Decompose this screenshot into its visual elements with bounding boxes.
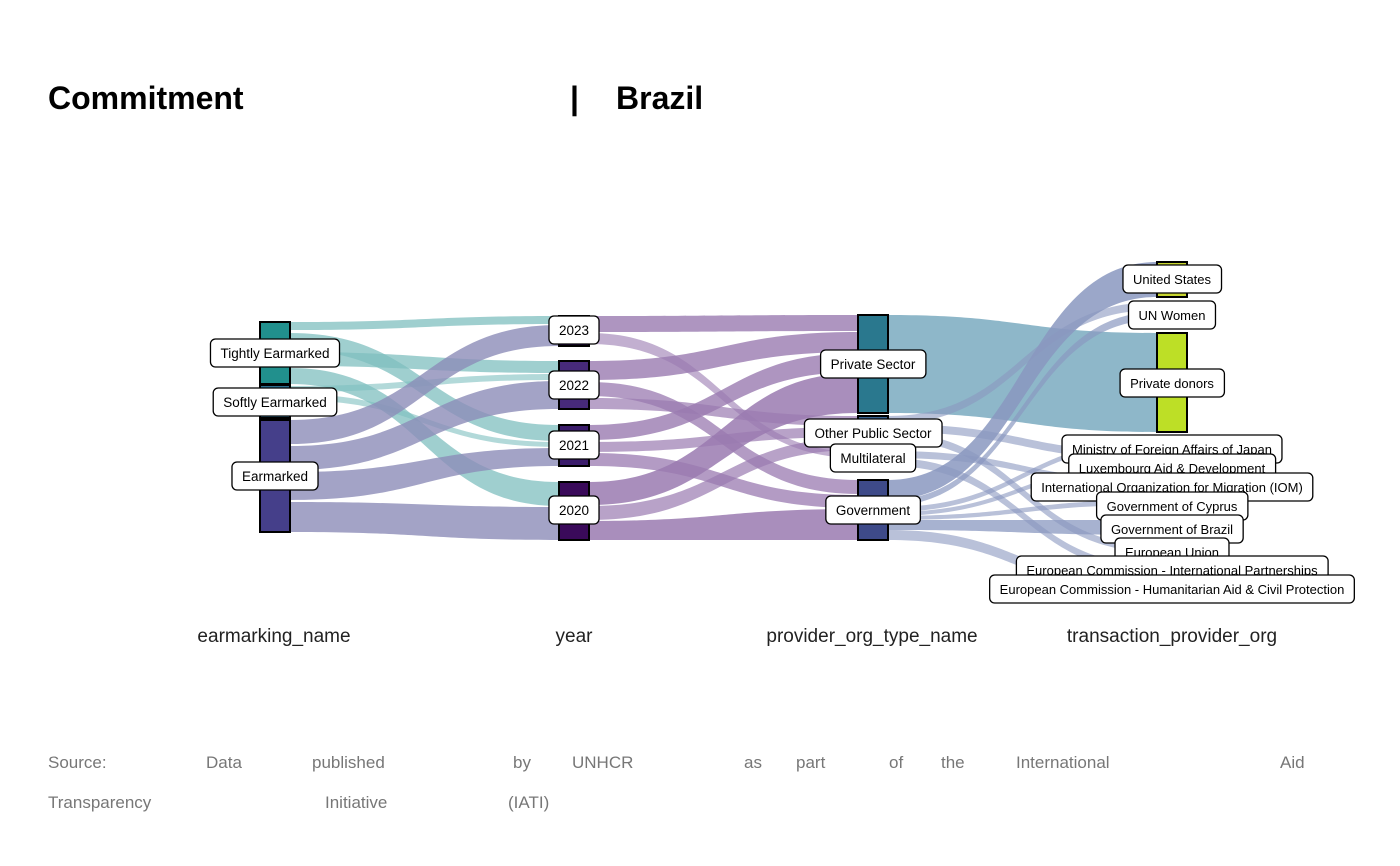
sankey-link xyxy=(589,509,858,540)
sankey-node-label: Tightly Earmarked xyxy=(220,346,329,361)
sankey-link xyxy=(589,373,858,505)
sankey-link xyxy=(589,315,858,332)
sankey-node-label: European Commission - Humanitarian Aid &… xyxy=(1000,582,1345,597)
sankey-label-box xyxy=(829,443,917,473)
sankey-link xyxy=(589,332,858,380)
sankey-link xyxy=(888,302,1157,424)
source-word: (IATI) xyxy=(508,793,550,812)
sankey-label-box xyxy=(989,574,1355,604)
sankey-label-box xyxy=(212,387,338,417)
sankey-node-label: 2021 xyxy=(559,438,589,453)
sankey-node-label: Government xyxy=(836,503,911,518)
axis-label-earmarking: earmarking_name xyxy=(197,626,351,647)
sankey-link xyxy=(589,438,858,520)
sankey-node-label: Government of Brazil xyxy=(1111,522,1233,537)
axis-label-provider-type: provider_org_type_name xyxy=(766,626,978,647)
source-word: Source: xyxy=(48,753,107,772)
sankey-label-box xyxy=(1119,368,1226,398)
source-word: Initiative xyxy=(325,793,388,812)
sankey-label-box xyxy=(1127,300,1217,330)
sankey-label-box xyxy=(548,430,600,460)
sankey-link xyxy=(290,448,559,500)
sankey-node-label: 2020 xyxy=(559,503,589,518)
source-word: as xyxy=(744,753,762,772)
sankey-node-label: Government of Cyprus xyxy=(1107,499,1238,514)
sankey-label-box xyxy=(548,495,600,525)
title-separator: | xyxy=(570,80,579,116)
sankey-node-label: Earmarked xyxy=(242,469,308,484)
sankey-node-label: Private Sector xyxy=(831,357,916,372)
sankey-link xyxy=(888,262,1157,500)
sankey-link xyxy=(290,352,559,373)
source-word: part xyxy=(796,753,826,772)
sankey-link xyxy=(290,381,559,470)
sankey-node-label: European Commission - International Part… xyxy=(1026,563,1318,578)
sankey-node-label: Softly Earmarked xyxy=(223,395,327,410)
sankey-node-label: Private donors xyxy=(1130,376,1214,391)
source-word: of xyxy=(889,753,904,772)
sankey-link xyxy=(290,502,559,540)
sankey-link xyxy=(888,500,1157,520)
sankey-label-box xyxy=(548,370,600,400)
sankey-label-box xyxy=(209,338,341,368)
source-word: UNHCR xyxy=(572,753,634,772)
chart-subtitle-country: Brazil xyxy=(616,80,704,116)
sankey-node-label: Multilateral xyxy=(840,451,905,466)
source-word: by xyxy=(513,753,531,772)
sankey-link xyxy=(888,312,1157,506)
source-word: Transparency xyxy=(48,793,152,812)
sankey-label-box xyxy=(825,495,922,525)
sankey-link xyxy=(589,353,858,440)
sankey-label-box xyxy=(548,315,600,345)
sankey-node-label: 2023 xyxy=(559,323,589,338)
source-word: the xyxy=(941,753,965,772)
sankey-link xyxy=(888,440,1157,512)
sankey-node-label: Luxembourg Aid & Development xyxy=(1079,461,1266,476)
sankey-link xyxy=(888,458,1157,572)
source-word: Aid xyxy=(1280,753,1305,772)
sankey-node-label: UN Women xyxy=(1139,308,1206,323)
sankey-link xyxy=(888,520,1157,535)
chart-title: Commitment xyxy=(48,80,244,116)
sankey-node-label: Ministry of Foreign Affairs of Japan xyxy=(1072,442,1272,457)
sankey-node-label: International Organization for Migration… xyxy=(1041,480,1303,495)
sankey-label-box xyxy=(231,461,319,491)
sankey-label-box xyxy=(819,349,927,379)
source-word: published xyxy=(312,753,385,772)
sankey-link xyxy=(888,451,1157,485)
axis-label-year: year xyxy=(555,626,593,647)
source-word: Data xyxy=(206,753,242,772)
sankey-node-label: 2022 xyxy=(559,378,589,393)
sankey-node-label: Other Public Sector xyxy=(814,426,932,441)
sankey-label-box xyxy=(1122,264,1223,294)
source-word: International xyxy=(1016,753,1110,772)
sankey-link xyxy=(888,432,1157,552)
axis-label-provider-org: transaction_provider_org xyxy=(1066,626,1278,647)
sankey-node-label: United States xyxy=(1133,272,1212,287)
sankey-link xyxy=(290,316,559,330)
sankey-link xyxy=(290,325,559,444)
